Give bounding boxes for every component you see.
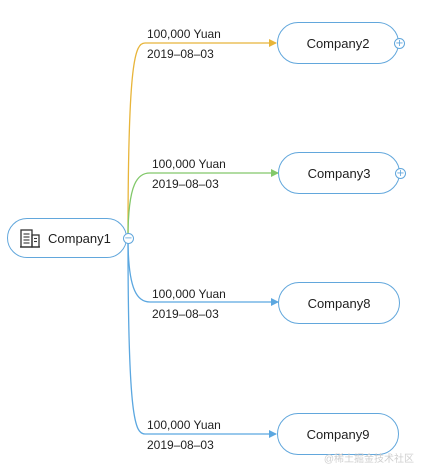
child-node-label: Company9 bbox=[306, 426, 370, 442]
edge-amount-label: 100,000 Yuan bbox=[147, 27, 221, 41]
collapse-toggle-icon[interactable]: − bbox=[123, 232, 134, 244]
building-icon bbox=[20, 229, 40, 248]
edge-date-label: 2019–08–03 bbox=[152, 307, 219, 321]
child-node-company3[interactable]: Company3 bbox=[278, 152, 400, 194]
expand-toggle-icon[interactable]: + bbox=[395, 167, 406, 179]
child-node-company9[interactable]: Company9 bbox=[277, 413, 399, 455]
edge-date-label: 2019–08–03 bbox=[147, 47, 214, 61]
edge-company3 bbox=[127, 169, 279, 239]
child-node-label: Company3 bbox=[307, 165, 371, 181]
child-node-label: Company8 bbox=[307, 295, 371, 311]
watermark: @稀土掘金技术社区 bbox=[323, 454, 414, 465]
root-node-label: Company1 bbox=[48, 230, 111, 246]
edge-amount-label: 100,000 Yuan bbox=[152, 287, 226, 301]
edge-date-label: 2019–08–03 bbox=[152, 177, 219, 191]
child-node-label: Company2 bbox=[306, 35, 370, 51]
root-node-company1[interactable]: Company1 bbox=[7, 218, 127, 258]
child-node-company2[interactable]: Company2 bbox=[277, 22, 399, 64]
edge-date-label: 2019–08–03 bbox=[147, 438, 214, 452]
edge-amount-label: 100,000 Yuan bbox=[152, 157, 226, 171]
edge-company2 bbox=[127, 39, 277, 239]
expand-toggle-icon[interactable]: + bbox=[394, 37, 405, 49]
edge-amount-label: 100,000 Yuan bbox=[147, 418, 221, 432]
child-node-company8[interactable]: Company8 bbox=[278, 282, 400, 324]
edge-company9 bbox=[127, 237, 277, 438]
